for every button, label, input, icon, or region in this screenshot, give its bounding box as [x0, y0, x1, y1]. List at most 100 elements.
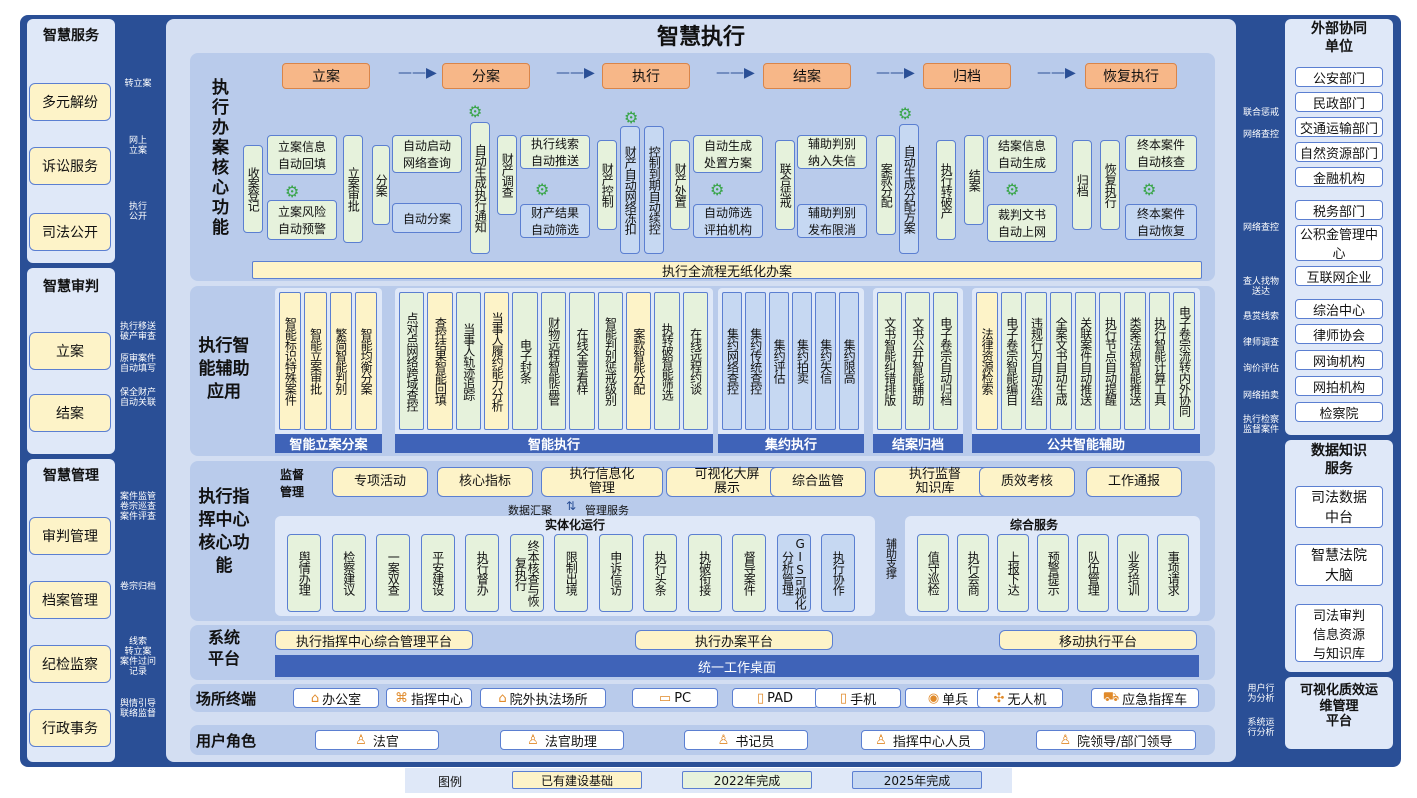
terminal-item[interactable]: ⌂办公室 [293, 688, 379, 708]
core-item[interactable]: 自动启动 网络查询 [392, 135, 462, 173]
ext-unit[interactable]: 税务部门 [1295, 200, 1383, 220]
terminal-item[interactable]: ⌘指挥中心 [386, 688, 472, 708]
entity-item[interactable]: 检察建议 [331, 534, 366, 612]
assist-item[interactable]: 点对点网络跨域查控 [399, 292, 425, 430]
service-item[interactable]: 队伍管理 [1077, 534, 1109, 612]
supervise-item[interactable]: 执行信息化 管理 [541, 467, 663, 497]
ext-unit[interactable]: 自然资源部门 [1295, 142, 1383, 162]
ext-unit[interactable]: 交通运输部门 [1295, 117, 1383, 137]
ext-unit[interactable]: 网询机构 [1295, 350, 1383, 370]
assist-item[interactable]: 智能立案审批 [304, 292, 327, 430]
assist-item[interactable]: 集约传统查控 [745, 292, 766, 430]
assist-item[interactable]: 全案文书自动生成 [1050, 292, 1072, 430]
left-item-mediation[interactable]: 多元解纷 [29, 83, 111, 121]
assist-item[interactable]: 在线远程约谈 [682, 292, 708, 430]
core-item[interactable]: 结案 [964, 135, 984, 225]
core-item[interactable]: 控制到期自动续控 [644, 126, 664, 254]
ext-unit[interactable]: 综治中心 [1295, 299, 1383, 319]
entity-item[interactable]: 督导案件 [732, 534, 766, 612]
core-item[interactable]: 结案信息 自动生成 [987, 135, 1057, 173]
supervise-item[interactable]: 综合监管 [770, 467, 866, 497]
terminal-item[interactable]: ⌂院外执法场所 [480, 688, 606, 708]
entity-item[interactable]: 执行头条 [643, 534, 677, 612]
knowledge-item[interactable]: 智慧法院 大脑 [1295, 544, 1383, 586]
knowledge-item[interactable]: 司法审判 信息资源 与知识库 [1295, 604, 1383, 662]
platform-item[interactable]: 移动执行平台 [999, 630, 1197, 650]
supervise-item[interactable]: 专项活动 [332, 467, 428, 497]
knowledge-item[interactable]: 司法数据 中台 [1295, 486, 1383, 528]
ext-unit[interactable]: 公安部门 [1295, 67, 1383, 87]
role-item[interactable]: ♙书记员 [684, 730, 808, 750]
ext-unit[interactable]: 律师协会 [1295, 324, 1383, 344]
assist-item[interactable]: 智能均衡分案 [354, 292, 377, 430]
core-item[interactable]: 自动生成分配方案 [899, 124, 919, 254]
core-item[interactable]: 执行线索 自动推送 [520, 135, 590, 169]
core-item[interactable]: 财产处置 [670, 140, 690, 230]
assist-item[interactable]: 违规行为自动冻结 [1025, 292, 1047, 430]
entity-item[interactable]: 限制出境 [554, 534, 588, 612]
left-item-filing[interactable]: 立案 [29, 332, 111, 370]
core-item[interactable]: 恢复执行 [1100, 140, 1120, 230]
core-item[interactable]: 案款分配 [876, 135, 896, 235]
core-item[interactable]: 终本案件 自动核查 [1125, 135, 1197, 171]
assist-item[interactable]: 当事人履约能力分析 [484, 292, 510, 430]
entity-item[interactable]: 终本核查与恢复执行 [509, 534, 544, 612]
core-item[interactable]: 立案信息 自动回填 [267, 135, 337, 175]
assist-item[interactable]: 执转破智能筛选 [654, 292, 680, 430]
platform-item[interactable]: 执行办案平台 [635, 630, 833, 650]
entity-item[interactable]: GIS可视化分析管理 [776, 534, 811, 612]
supervise-item[interactable]: 工作通报 [1086, 467, 1182, 497]
role-item[interactable]: ♙法官 [315, 730, 439, 750]
service-item[interactable]: 上报下达 [997, 534, 1029, 612]
assist-item[interactable]: 集约评估 [768, 292, 789, 430]
terminal-item[interactable]: ◉单兵 [905, 688, 991, 708]
unified-desktop[interactable]: 统一工作桌面 [275, 655, 1199, 677]
supervise-item[interactable]: 可视化大屏 展示 [666, 467, 788, 497]
ext-unit[interactable]: 金融机构 [1295, 167, 1383, 187]
role-item[interactable]: ♙法官助理 [500, 730, 624, 750]
left-item-archive-mgmt[interactable]: 档案管理 [29, 581, 111, 619]
assist-item[interactable]: 集约失信 [815, 292, 836, 430]
ext-unit[interactable]: 互联网企业 [1295, 266, 1383, 286]
assist-item[interactable]: 集约拍卖 [792, 292, 813, 430]
core-item[interactable]: 自动生成 处置方案 [693, 135, 763, 173]
core-item[interactable]: 立案审批 [343, 135, 363, 243]
assist-item[interactable]: 电子卷宗流转内外协同 [1173, 292, 1195, 430]
core-item[interactable]: 财产自动网络冻扣 [620, 126, 640, 254]
assist-item[interactable]: 集约网络查控 [722, 292, 743, 430]
supervise-item[interactable]: 核心指标 [437, 467, 533, 497]
core-item[interactable]: 立案风险 自动预警 [267, 200, 337, 240]
assist-item[interactable]: 电子封条 [512, 292, 538, 430]
service-item[interactable]: 值守巡检 [917, 534, 949, 612]
entity-item[interactable]: 舆情办理 [287, 534, 321, 612]
assist-item[interactable]: 电子卷宗自动归档 [933, 292, 958, 430]
core-item[interactable]: 财产控制 [597, 140, 617, 230]
assist-item[interactable]: 案款智能分配 [625, 292, 652, 430]
assist-item[interactable]: 在线全景看样 [569, 292, 595, 430]
core-item[interactable]: 收案登记 [243, 145, 263, 233]
core-item[interactable]: 裁判文书 自动上网 [987, 204, 1057, 242]
role-item[interactable]: ♙指挥中心人员 [861, 730, 985, 750]
assist-item[interactable]: 关联案件自动推送 [1074, 292, 1097, 430]
core-item[interactable]: 联合惩戒 [775, 140, 795, 230]
stage-resume[interactable]: 恢复执行 [1085, 63, 1177, 89]
assist-item[interactable]: 智能判别惩戒级别 [597, 292, 623, 430]
terminal-item[interactable]: ▯PAD [732, 688, 818, 708]
entity-item[interactable]: 执行督办 [465, 534, 499, 612]
assist-item[interactable]: 文书公开智能辅助 [905, 292, 930, 430]
stage-filing[interactable]: 立案 [282, 63, 370, 89]
left-item-discipline[interactable]: 纪检监察 [29, 645, 111, 683]
terminal-item[interactable]: ▯手机 [815, 688, 901, 708]
core-item[interactable]: 自动生成执行通知 [470, 122, 490, 254]
assist-item[interactable]: 法律资源检索 [976, 292, 998, 430]
assist-item[interactable]: 查控结果智能回填 [427, 292, 453, 430]
ext-unit[interactable]: 检察院 [1295, 402, 1383, 422]
left-item-litigation[interactable]: 诉讼服务 [29, 147, 111, 185]
stage-execute[interactable]: 执行 [602, 63, 690, 89]
assist-item[interactable]: 繁简智能判别 [329, 292, 352, 430]
ext-unit[interactable]: 公积金管理中心 [1295, 225, 1383, 262]
supervise-item[interactable]: 执行监督 知识库 [874, 467, 996, 497]
service-item[interactable]: 预警提示 [1037, 534, 1069, 612]
stage-assign[interactable]: 分案 [442, 63, 530, 89]
terminal-item[interactable]: ▭PC [632, 688, 718, 708]
